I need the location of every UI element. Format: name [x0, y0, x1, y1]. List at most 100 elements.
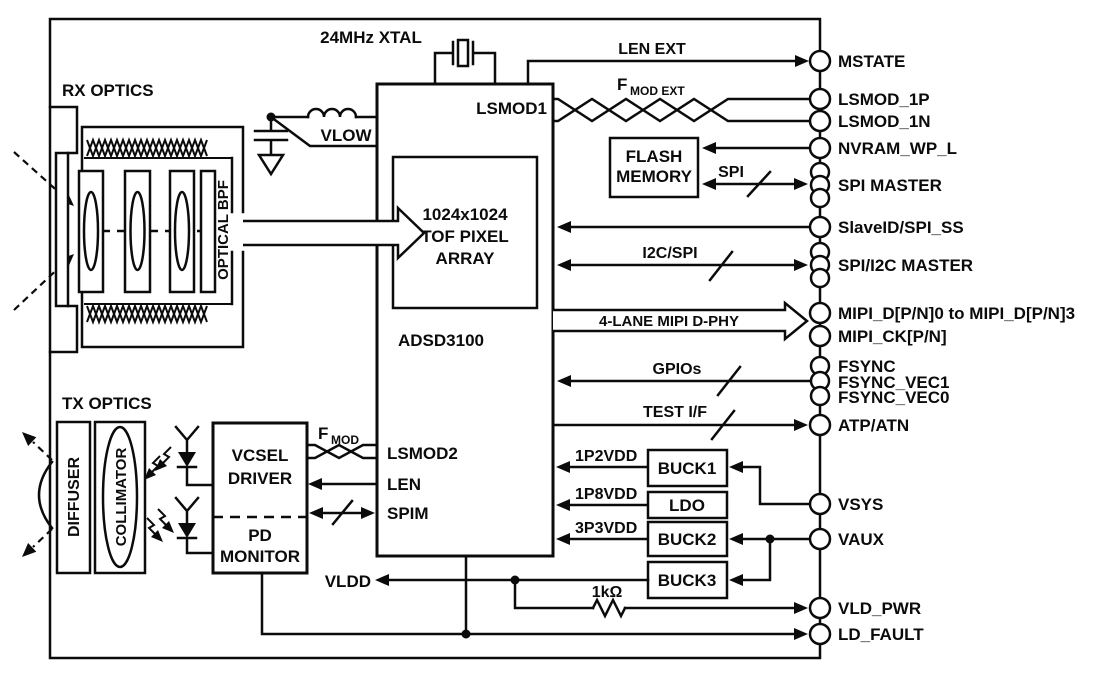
rx-bpf-plate: [199, 169, 217, 294]
rx-optics-title: RX OPTICS: [62, 81, 154, 100]
ld-fault-wire: [260, 571, 796, 636]
tx-optics-title: TX OPTICS: [62, 394, 152, 413]
fmod-ext-label-sub: MOD EXT: [630, 84, 685, 98]
pin-spi-master-3: [809, 187, 831, 209]
pin-nvram-wp-l: [808, 136, 832, 160]
pin-mipi-ck: [808, 324, 832, 348]
pin-label-ld-fault: LD_FAULT: [838, 625, 924, 644]
v1p8-label: 1P8VDD: [575, 486, 637, 503]
flash-label-line2: MEMORY: [616, 167, 693, 186]
photodiode-bolt-2: [157, 508, 169, 528]
mipi-block-arrow: [553, 300, 809, 342]
chip-port-spim: SPIM: [387, 504, 429, 523]
buck2-in-arrowhead-icon: [729, 533, 743, 545]
vcsel-diode-wire: [176, 465, 215, 487]
vcsel-driver-block: VCSEL DRIVER PD MONITOR: [211, 421, 309, 575]
test-if-label: TEST I/F: [643, 404, 707, 421]
ld-fault-arrowhead-icon: [794, 628, 808, 640]
rx-lens-3: [173, 190, 191, 272]
diffuser-box: [55, 420, 92, 575]
spim-arrowhead-left-icon: [309, 507, 323, 519]
vld-pwr-arrowhead-icon: [794, 602, 808, 614]
gpios-label: GPIOs: [653, 361, 702, 378]
pin-label-slaveid: SlaveID/SPI_SS: [838, 218, 964, 237]
chip-adsd3100: 1024x1024 TOF PIXEL ARRAY ADSD3100 LSMOD…: [375, 82, 555, 558]
tx-light-ray-top: [32, 441, 53, 461]
fmod-wire-b: [305, 443, 379, 460]
chip-port-lsmod1: LSMOD1: [476, 99, 547, 118]
chip-port-lsmod2: LSMOD2: [387, 444, 458, 463]
chip-name-label: ADSD3100: [398, 331, 484, 350]
buck1-in-arrowhead-icon: [729, 461, 743, 473]
pd-monitor-label-line1: PD: [248, 526, 272, 545]
pin-label-vld-pwr: VLD_PWR: [838, 599, 921, 618]
pin-lsmod-1n: [808, 109, 832, 133]
fmod-label: F: [318, 424, 328, 443]
rx-thread-zigzag-top-b: [86, 137, 208, 159]
fmod-ext-label: F: [617, 75, 627, 94]
buck2-box: [646, 520, 729, 558]
fmod-label-sub: MOD: [331, 433, 359, 447]
optical-bpf-label: OPTICAL BPF: [215, 180, 232, 280]
photodiode-triangle-icon: [178, 523, 196, 538]
vcsel-emission-bolt-1: [160, 446, 172, 466]
fmod-ext-wire-a: [551, 97, 812, 123]
len-ext-arrowhead-icon: [795, 55, 809, 67]
pin-label-atp-atn: ATP/ATN: [838, 416, 909, 435]
fmod-wire-a: [305, 443, 379, 460]
pin-mipi-d: [808, 301, 832, 325]
xtal-label: 24MHz XTAL: [320, 28, 422, 47]
photodiode-bolt-1: [146, 517, 158, 537]
vldd-arrowhead-icon: [375, 574, 389, 586]
flash-memory-box: [608, 136, 700, 199]
vcsel-emission-bolt-2: [149, 455, 161, 475]
v3p3-label: 3P3VDD: [575, 520, 637, 537]
pin-fsync-vec0: [809, 385, 831, 407]
mipi-label: 4-LANE MIPI D-PHY: [599, 313, 739, 330]
rx-thread-zigzag-bottom-b: [86, 303, 208, 325]
rx-housing-step-top: [48, 105, 79, 155]
vcsel-label-line1: VCSEL: [232, 446, 289, 465]
pin-label-fsync-vec1: FSYNC_VEC1: [838, 373, 949, 392]
collimator-label: COLLIMATOR: [113, 448, 130, 547]
spi-arrowhead-left-icon: [702, 178, 716, 190]
pin-label-spi-master: SPI MASTER: [838, 176, 942, 195]
ldo-box: [646, 490, 729, 520]
rx-light-block-arrow: [243, 205, 426, 261]
xtal-wires: [433, 40, 497, 86]
vlow-label: VLOW: [321, 126, 373, 145]
vcsel-label-line2: DRIVER: [228, 469, 292, 488]
ldo-label: LDO: [669, 496, 705, 515]
tx-emission-arc: [37, 460, 54, 530]
pin-column: MSTATE LSMOD_1P LSMOD_1N NVRAM_WP_L SPI …: [808, 49, 1075, 646]
pin-label-fsync-vec0: FSYNC_VEC0: [838, 388, 949, 407]
i2c-spi-bus-slash-icon: [708, 250, 734, 282]
pin-label-nvram: NVRAM_WP_L: [838, 139, 957, 158]
pin-vsys: [808, 492, 832, 516]
tof-array-line1: 1024x1024: [422, 205, 508, 224]
fmod-ext-wire-b: [551, 97, 812, 123]
vld-pwr-wire-left: [513, 578, 595, 610]
vcsel-emission-arrow-1-icon: [155, 459, 167, 471]
vldd-label: VLDD: [325, 572, 371, 591]
pin-label-fsync: FSYNC: [838, 357, 896, 376]
fmod-twisted-pair: F MOD: [305, 424, 379, 460]
ld-fault-junction-dot: [461, 629, 471, 639]
buck1-box: [646, 448, 729, 488]
power-section: 1P2VDD 1P8VDD 3P3VDD BUCK1 LDO BUCK2 BUC…: [260, 448, 812, 640]
xtal-crystal-icon: [456, 38, 470, 68]
interface-wires: LEN EXT F MOD EXT FLASH MEMORY SPI I2C/S…: [526, 41, 812, 441]
pin-slaveid: [808, 215, 832, 239]
photodiode-antenna-icon: [174, 496, 200, 525]
len-ext-wire: [526, 59, 797, 86]
vcsel-diode-antenna-icon: [174, 425, 200, 454]
collimator-lens: [101, 425, 139, 569]
vlow-inductor-icon: [306, 107, 358, 119]
rx-lens-1: [82, 190, 100, 272]
pin-label-mipi-d: MIPI_D[P/N]0 to MIPI_D[P/N]3: [838, 304, 1075, 323]
buck3-in-arrowhead-icon: [729, 574, 743, 586]
buck1-label: BUCK1: [658, 459, 717, 478]
rx-thread-zigzag-top-a: [86, 137, 208, 159]
vlow-diagonal-wire: [269, 115, 379, 148]
